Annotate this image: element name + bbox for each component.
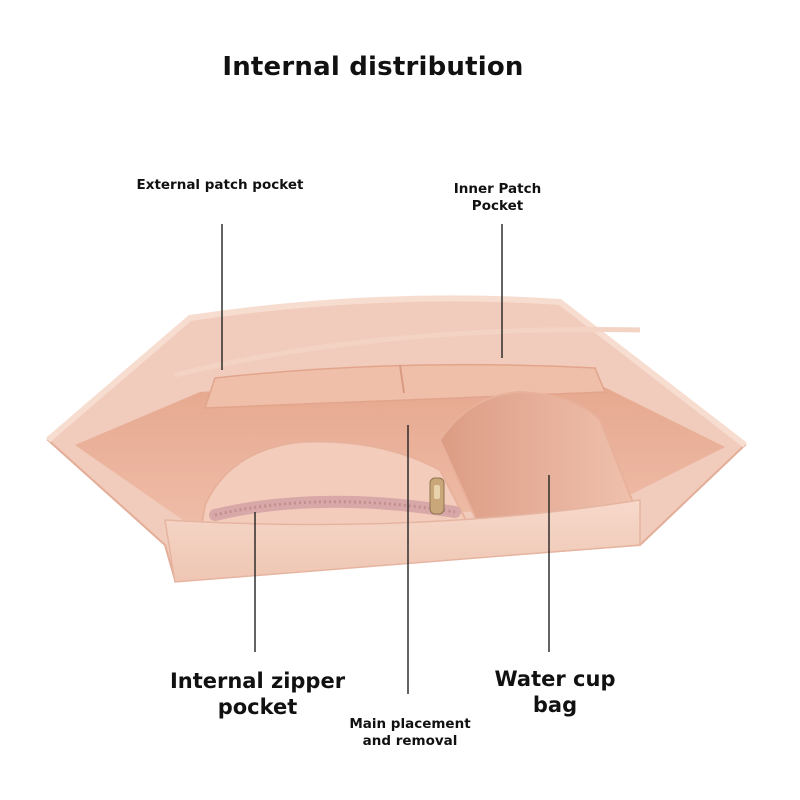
label-inner-patch-pocket: Inner Patch Pocket <box>453 181 542 214</box>
label-internal-zipper-pocket: Internal zipper pocket <box>169 669 346 720</box>
label-external-patch-pocket: External patch pocket <box>136 177 304 193</box>
zipper-track <box>209 495 461 521</box>
inner-patch-pocket-shape <box>203 363 607 409</box>
zipper-pull-icon <box>429 477 445 515</box>
organizer-front-wall <box>164 499 641 583</box>
label-main-placement: Main placement and removal <box>349 716 471 749</box>
external-patch-pocket-edge <box>174 327 641 378</box>
water-cup-bag-shape <box>438 390 642 530</box>
inner-patch-pocket-divider <box>399 364 405 394</box>
page-title: Internal distribution <box>222 52 524 82</box>
label-water-cup-bag: Water cup bag <box>494 667 616 718</box>
organizer-rim <box>46 295 747 448</box>
